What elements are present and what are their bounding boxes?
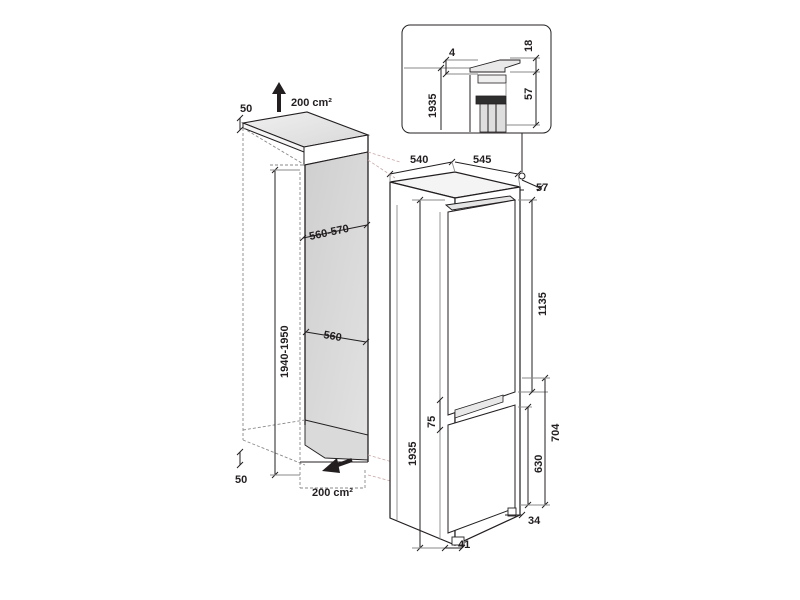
freezer-door-height-label: 630 bbox=[533, 455, 545, 473]
foot-depth-label: 41 bbox=[458, 539, 470, 551]
bottom-vent-label: 200 cm² bbox=[312, 487, 353, 499]
fridge-door-height-label: 1135 bbox=[537, 292, 549, 316]
top-vent-label: 200 cm² bbox=[291, 97, 332, 109]
appliance-depth-label: 540 bbox=[410, 154, 428, 166]
detail-gap-18-label: 18 bbox=[523, 40, 535, 52]
top-offset-label: 57 bbox=[536, 182, 548, 194]
bottom-offset-label: 34 bbox=[528, 515, 541, 527]
appliance-width-label: 545 bbox=[473, 154, 491, 166]
detail-inset: 4 18 1935 57 bbox=[401, 24, 552, 180]
bottom-gap-label: 50 bbox=[235, 474, 247, 486]
appliance: 540 545 57 1135 75 1935 630 704 34 41 bbox=[386, 154, 562, 552]
appliance-height-label: 1935 bbox=[407, 442, 419, 466]
installation-niche: 50 200 cm² 560-570 1940-1950 560 50 200 … bbox=[235, 82, 426, 499]
detail-57-label: 57 bbox=[523, 88, 535, 100]
detail-gap-4-label: 4 bbox=[449, 47, 456, 59]
niche-height-label: 1940-1950 bbox=[279, 325, 291, 378]
door-gap-label: 75 bbox=[426, 416, 438, 428]
top-gap-label: 50 bbox=[240, 103, 252, 115]
niche-depth-label: 560 bbox=[322, 329, 342, 344]
freezer-section-height-label: 704 bbox=[550, 423, 562, 442]
detail-height-1935-label: 1935 bbox=[427, 94, 439, 118]
